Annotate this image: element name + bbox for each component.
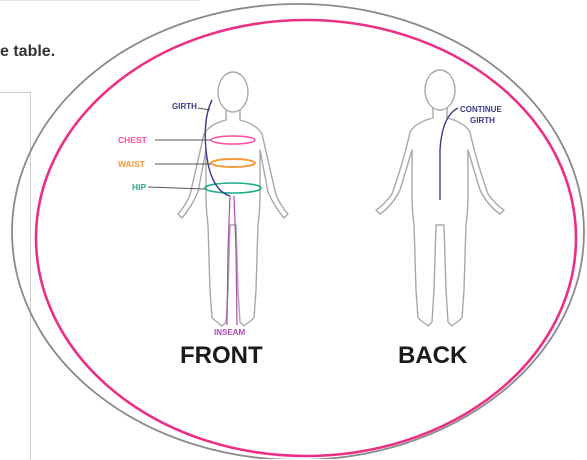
- continue-girth-label-line2: GIRTH: [470, 116, 495, 125]
- back-title: BACK: [398, 342, 468, 369]
- waist-label: WAIST: [118, 159, 146, 169]
- hip-label: HIP: [132, 182, 147, 192]
- chest-label: CHEST: [118, 135, 148, 145]
- inner-ellipse: [36, 20, 576, 456]
- chest-ring: [211, 136, 255, 144]
- front-title: FRONT: [180, 342, 263, 369]
- waist-ring: [211, 159, 255, 167]
- inseam-label: INSEAM: [214, 328, 245, 337]
- continue-girth-line: [440, 108, 458, 200]
- girth-label: GIRTH: [172, 102, 197, 111]
- continue-girth-label-line1: CONTINUE: [460, 105, 502, 114]
- hip-leader: [148, 187, 205, 189]
- hip-ring: [205, 183, 261, 193]
